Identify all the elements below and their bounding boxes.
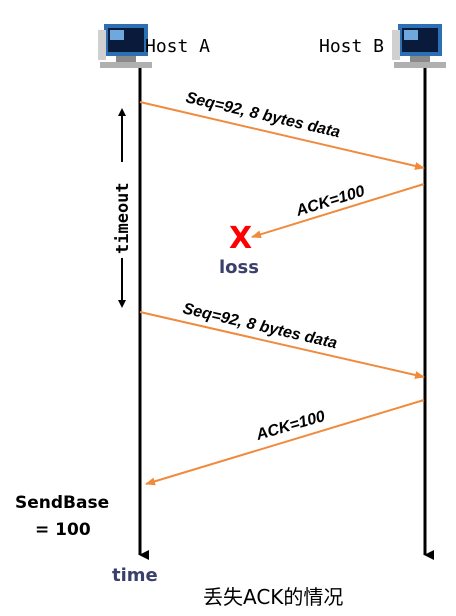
loss-label: loss [219,257,259,278]
seq-arrow-1 [139,101,425,170]
computer-icon [392,24,446,68]
figure-caption: 丢失ACK的情况 [203,585,343,609]
ack-label-2: ACK=100 [253,408,327,444]
seq-label-1: Seq=92, 8 bytes data [184,89,342,141]
sendbase-value: = 100 [35,520,91,540]
ack-arrow-1 [251,183,425,239]
time-label: time [112,565,158,586]
ack-label-1: ACK=100 [293,183,367,220]
loss-mark: X [229,221,252,256]
host-b-label: Host B [319,36,384,57]
ack-arrow-2 [145,399,425,486]
seq-arrow-2 [139,311,425,379]
timeout-label: timeout [113,182,133,254]
computer-icon [98,24,152,68]
sendbase-label: SendBase [15,493,109,513]
host-a-label: Host A [145,36,210,57]
